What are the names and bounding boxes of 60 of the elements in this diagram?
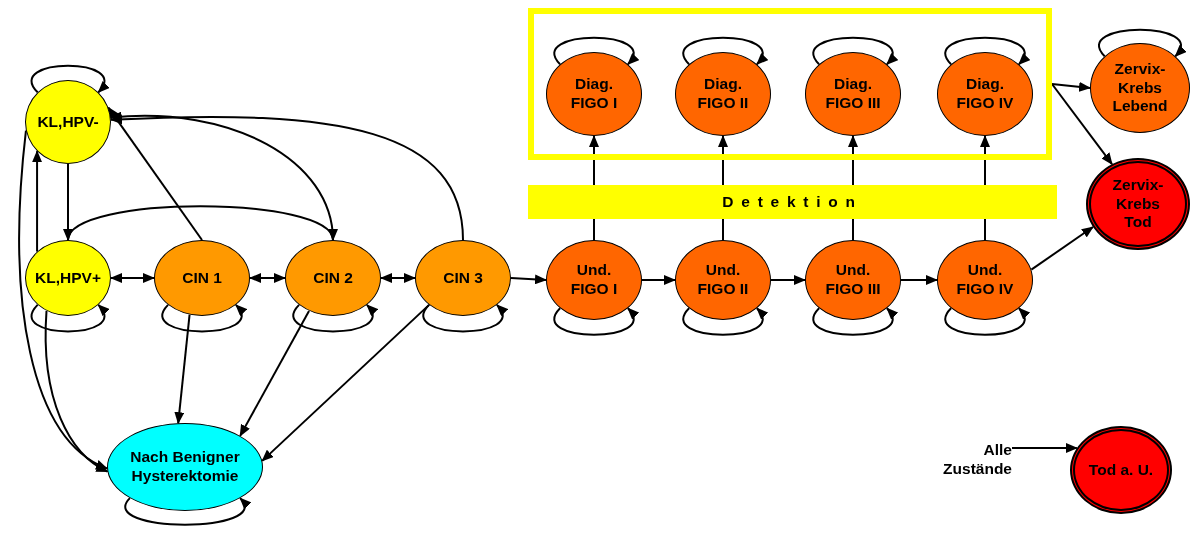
arrow [980, 135, 990, 186]
self-loop-arrow [812, 36, 898, 66]
self-loop-arrow [682, 307, 768, 336]
self-loop-arrow [161, 303, 247, 333]
connector-line [722, 218, 724, 241]
self-loop-arrow [292, 303, 378, 333]
state-label: Und. FIGO IV [955, 261, 1015, 299]
state-ellipse [25, 80, 111, 164]
self-loop-arrow [31, 303, 109, 333]
state-label: Und. FIGO I [569, 261, 619, 299]
self-loop-arrow [124, 497, 250, 526]
annotation-text: Alle Zustände [942, 441, 1012, 479]
arrow [110, 273, 155, 283]
self-loop-arrow [1098, 28, 1186, 58]
arrow [1011, 443, 1078, 453]
arrow [510, 274, 547, 285]
self-loop-arrow [553, 36, 639, 66]
arrow [249, 273, 286, 283]
self-loop-arrow [944, 307, 1030, 336]
arrow [770, 275, 806, 285]
arrow [900, 275, 938, 285]
state-label: Nach Benigner Hysterektomie [129, 448, 241, 486]
self-loop-arrow [553, 307, 639, 336]
arrow [589, 135, 599, 186]
arrow [848, 135, 858, 186]
arrow [1051, 83, 1113, 166]
band-label: Detektion [722, 192, 863, 212]
self-loop-arrow [682, 36, 768, 66]
connector-line [593, 218, 595, 241]
detection-band [528, 185, 1057, 219]
arrow [1030, 226, 1094, 271]
state-label: Und. FIGO III [824, 261, 882, 299]
state-label: Und. FIGO II [696, 261, 750, 299]
self-loop-arrow [31, 64, 109, 94]
arrow [641, 275, 676, 285]
state-label: Diag. FIGO III [824, 75, 882, 113]
arrow [44, 309, 109, 473]
state-label: CIN 1 [182, 268, 222, 288]
state-label: Diag. FIGO IV [955, 75, 1015, 113]
state-label: CIN 3 [443, 268, 483, 288]
arrow [380, 273, 416, 283]
state-label: KL,HPV+ [35, 268, 101, 288]
group-frame [528, 8, 1052, 160]
arrow [718, 135, 728, 186]
state-label: Zervix- Krebs Lebend [1111, 60, 1169, 116]
state-label: Tod a. U. [1088, 460, 1154, 480]
state-label: CIN 2 [313, 268, 353, 288]
arrow [239, 309, 310, 437]
arrow [18, 129, 109, 470]
arrow [1051, 81, 1091, 92]
connector-line [984, 218, 986, 241]
self-loop-arrow [422, 303, 508, 333]
state-label: Diag. FIGO I [569, 75, 619, 113]
arrow [107, 106, 203, 241]
state-label: Diag. FIGO II [696, 75, 750, 113]
self-loop-arrow [812, 307, 898, 336]
connector-line [852, 218, 854, 241]
state-label: KL,HPV- [37, 112, 99, 132]
self-loop-arrow [944, 36, 1030, 66]
state-label: Zervix- Krebs Tod [1111, 176, 1165, 232]
